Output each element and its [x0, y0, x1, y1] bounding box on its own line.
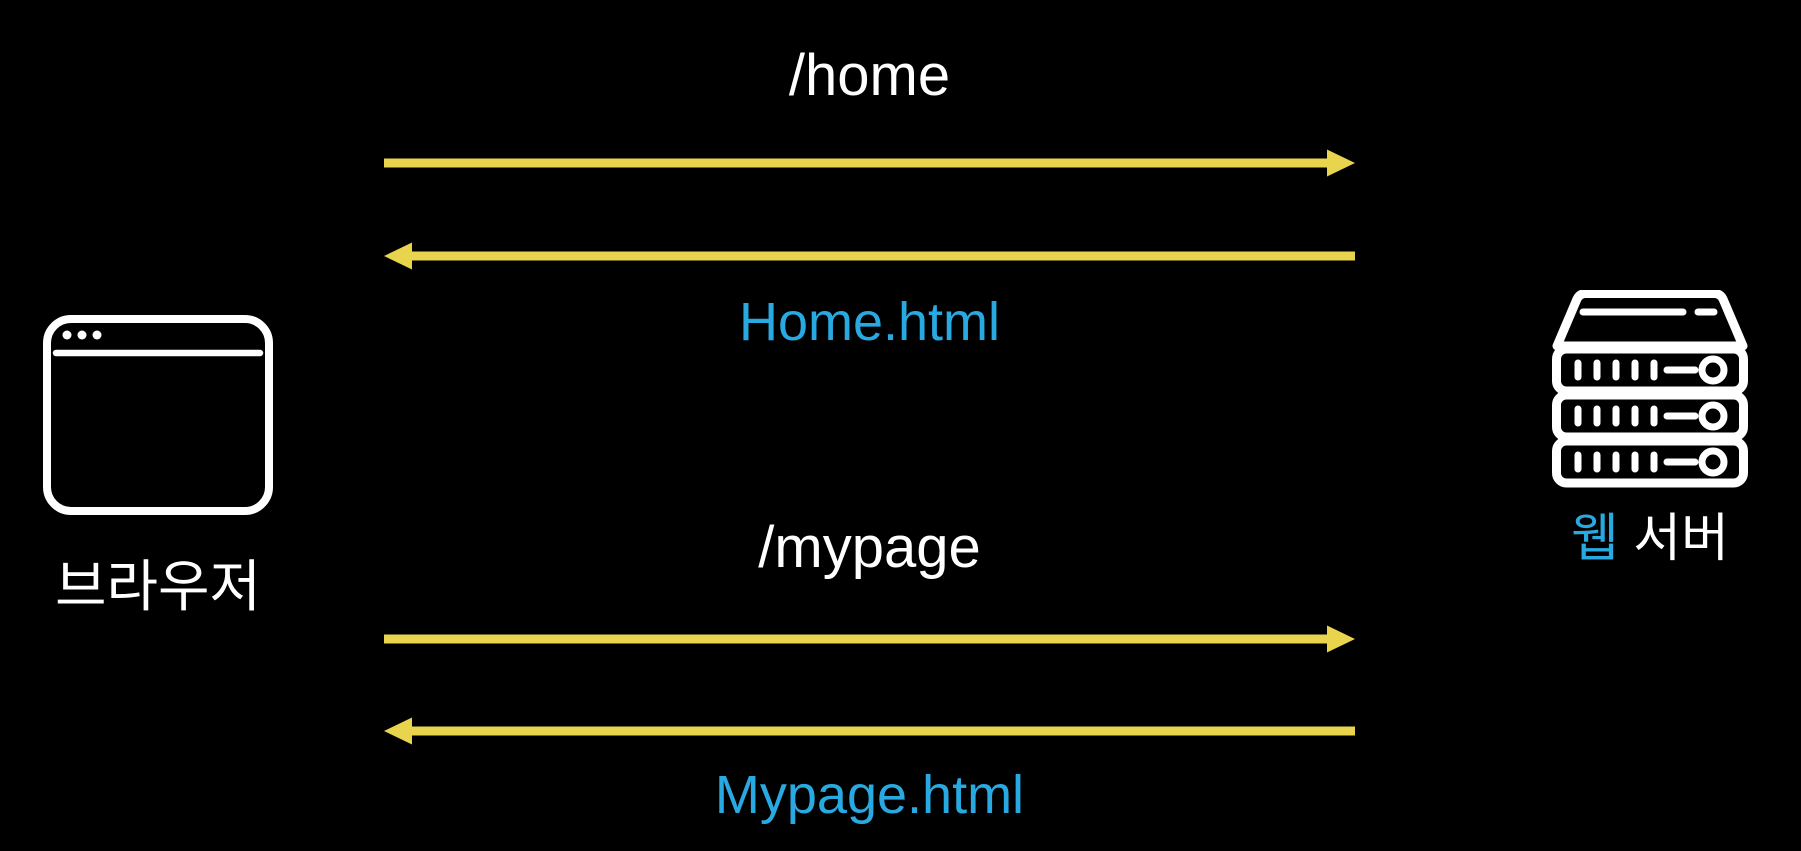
server-actor — [1552, 289, 1748, 490]
server-icon — [1552, 289, 1748, 490]
response-mypage-arrow — [384, 717, 1355, 745]
request-home-label: /home — [788, 43, 951, 108]
browser-icon — [43, 315, 273, 515]
response-home-arrow — [384, 242, 1355, 270]
browser-actor — [43, 315, 273, 515]
server-label-suffix: 서버 — [1618, 510, 1729, 568]
server-label-web: 웹 — [1571, 510, 1619, 568]
response-home-label: Home.html — [738, 292, 1001, 352]
browser-label: 브라우저 — [54, 555, 262, 618]
request-home-arrow — [384, 149, 1355, 177]
server-label: 웹 서버 — [1536, 508, 1764, 570]
response-mypage-label: Mypage.html — [714, 765, 1025, 825]
request-mypage-label: /mypage — [758, 515, 981, 580]
request-mypage-arrow — [384, 625, 1355, 653]
